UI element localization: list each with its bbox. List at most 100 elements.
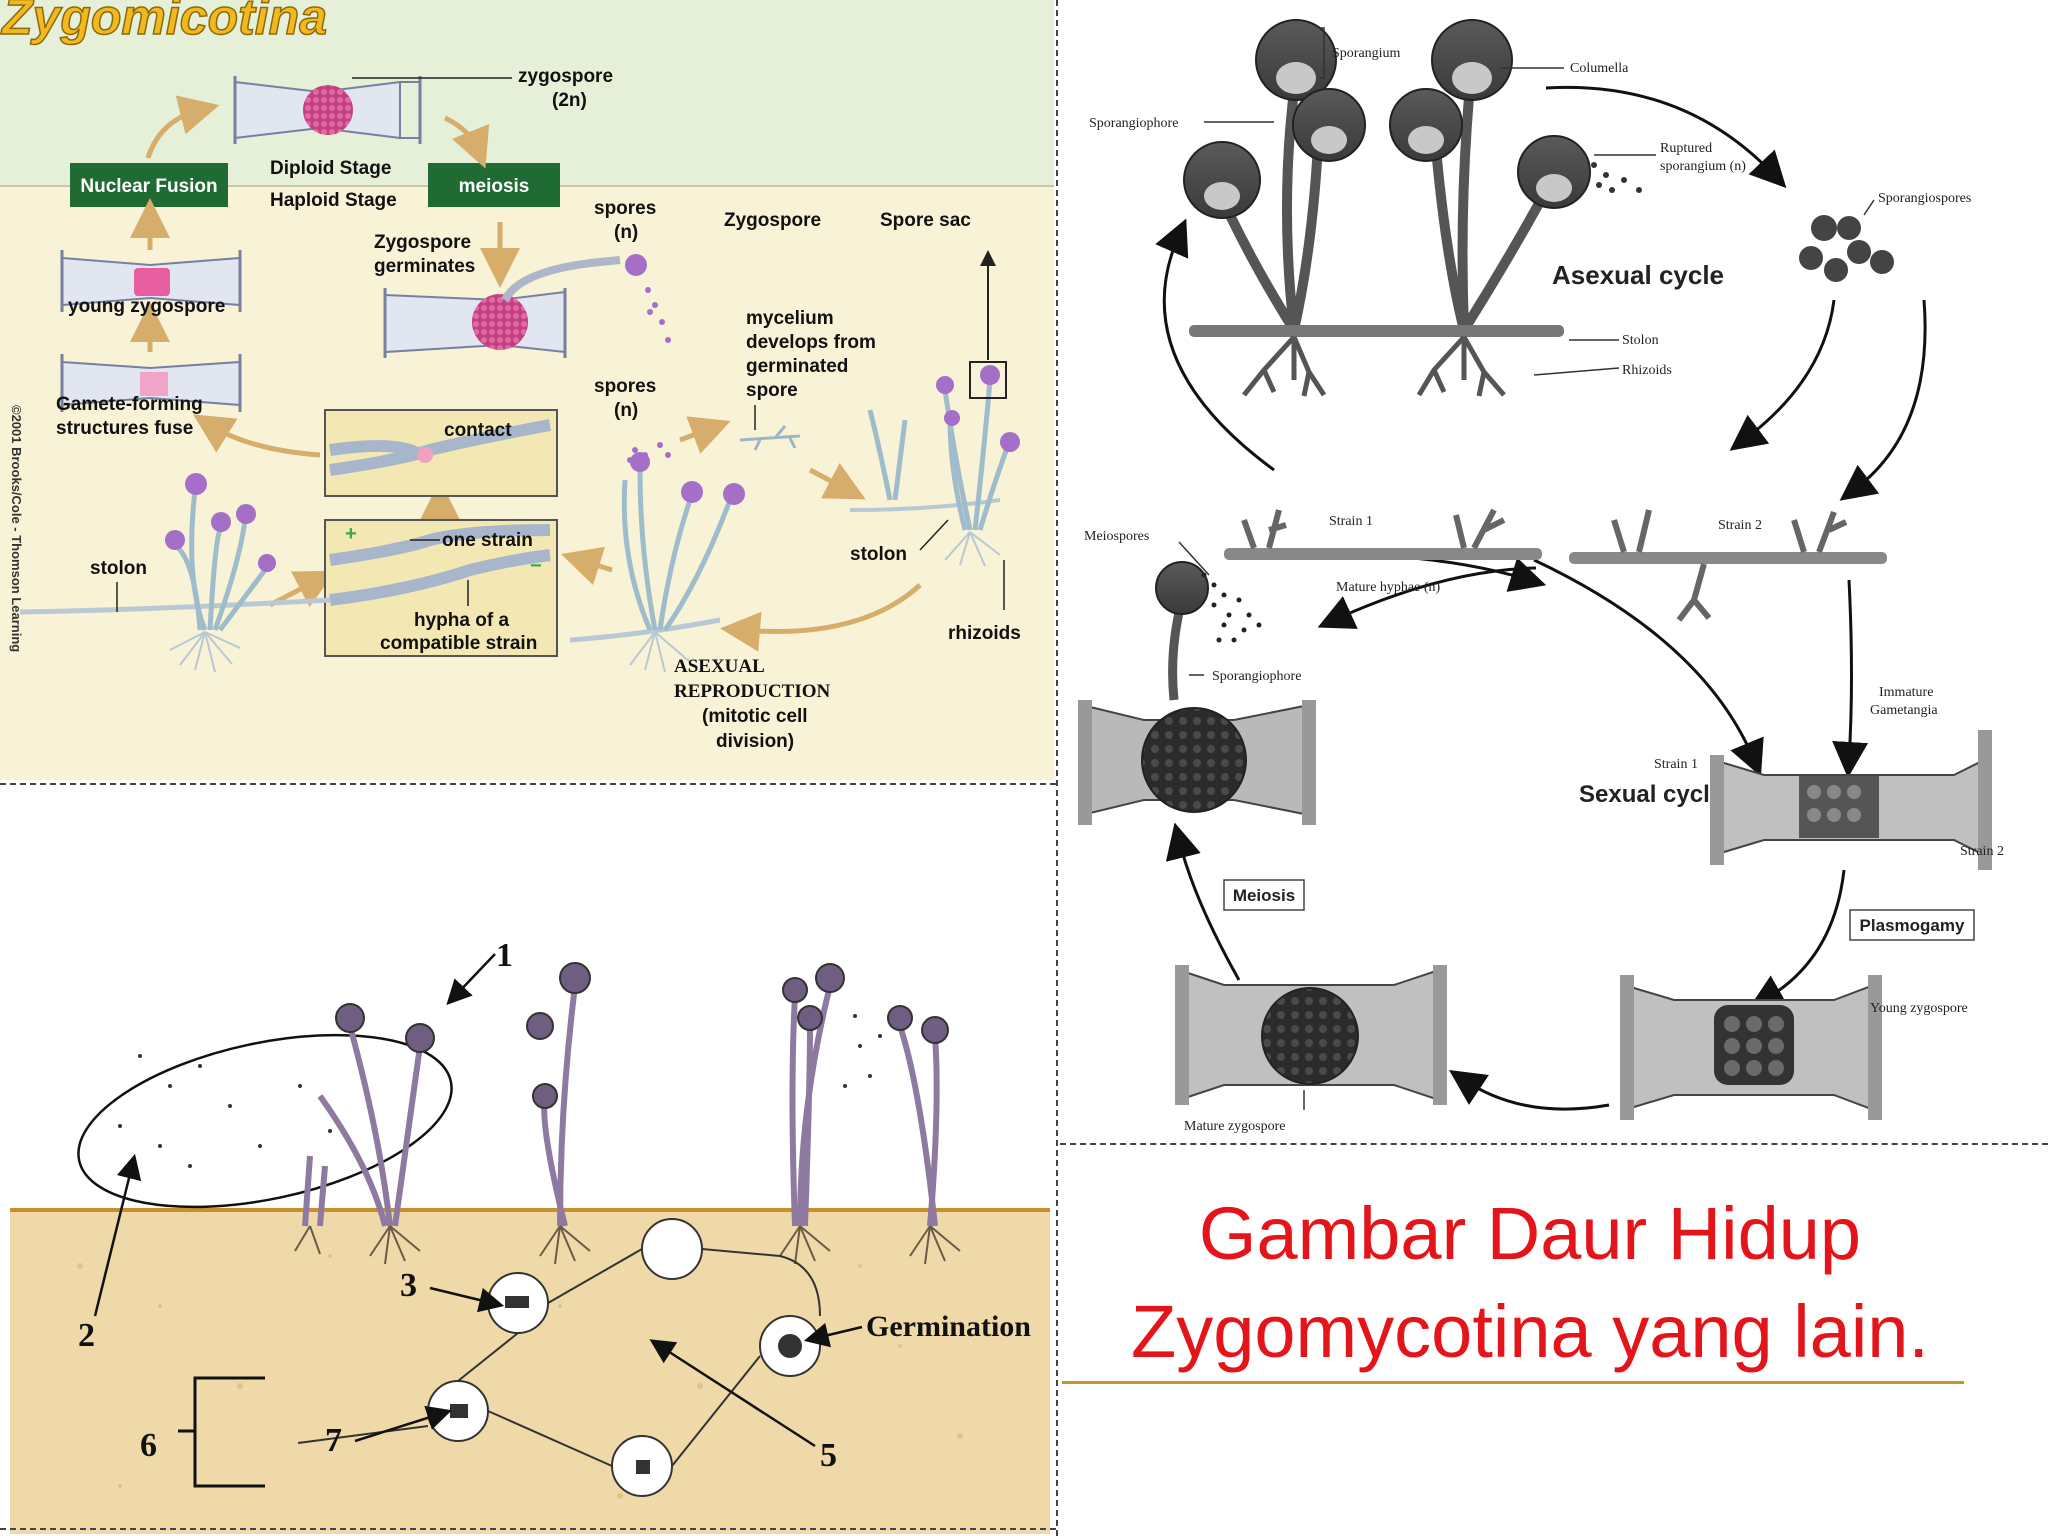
label-sporangiospores: Sporangiospores xyxy=(1878,191,1971,206)
gametangia-fuse-figure xyxy=(60,354,242,412)
caption-line-2: Zygomycotina yang lain. xyxy=(1131,1290,1929,1373)
sporangiospores xyxy=(1799,215,1894,282)
label-stolon: Stolon xyxy=(1622,333,1659,348)
sporangiophores xyxy=(302,985,940,1227)
sporangia xyxy=(335,962,949,1109)
caption: Gambar Daur Hidup Zygomycotina yang lain… xyxy=(1060,1185,2000,1381)
label-asexual-cycle: Asexual cycle xyxy=(1552,260,1724,290)
label-asexual-2: REPRODUCTION xyxy=(674,681,831,702)
svg-text:+: + xyxy=(345,523,357,545)
bracket-6 xyxy=(178,1376,265,1488)
soil-layer xyxy=(10,1210,1050,1534)
label-ruptured-2: sporangium (n) xyxy=(1660,159,1746,174)
label-rhizoids: Rhizoids xyxy=(1622,363,1672,378)
label-ruptured-1: Ruptured xyxy=(1660,141,1712,156)
label-immature-1: Immature xyxy=(1879,685,1933,700)
germinating-zygospore-figure xyxy=(383,254,647,358)
label-gamete-2: structures fuse xyxy=(56,418,193,439)
label-zygospore-germinates-1: Zygospore xyxy=(374,232,471,253)
label-plasmogamy: Plasmogamy xyxy=(1860,916,1965,935)
label-asexual-1: ASEXUAL xyxy=(674,656,765,677)
label-diploid-stage: Diploid Stage xyxy=(270,158,391,179)
label-spores-2-sub: (n) xyxy=(614,400,638,421)
label-sporangiophore-top: Sporangiophore xyxy=(1089,116,1178,131)
label-contact: contact xyxy=(444,420,512,441)
panel-title: Zygomicotina xyxy=(0,0,327,45)
caption-underline xyxy=(1062,1381,1964,1384)
label-columella: Columella xyxy=(1570,61,1629,76)
label-zygospore-2n-sub: (2n) xyxy=(552,90,587,111)
label-rhizoids: rhizoids xyxy=(948,623,1021,644)
released-spores xyxy=(645,287,671,343)
label-num-2: 2 xyxy=(78,1317,95,1354)
label-asexual-3: (mitotic cell xyxy=(702,706,808,727)
label-num-1: 1 xyxy=(496,937,513,974)
asexual-sporangia xyxy=(1183,19,1642,397)
label-sexual-cycle: Sexual cycle xyxy=(1579,781,1723,808)
label-spores-1: spores xyxy=(594,198,656,219)
label-meiospores: Meiospores xyxy=(1084,529,1149,544)
young-zygospore-figure xyxy=(60,250,242,312)
meiosis-box xyxy=(428,163,560,207)
label-sporangiophore-bottom: Sporangiophore xyxy=(1212,669,1301,684)
diploid-zone xyxy=(0,0,1054,186)
panel-soil-life-cycle: 1 2 3 5 6 7 Germination xyxy=(0,786,1054,1534)
spore-cloud-outline xyxy=(77,1033,453,1209)
label-haploid-stage: Haploid Stage xyxy=(270,190,397,211)
spore-sac-highlight xyxy=(969,361,1007,399)
label-sporangium: Sporangium xyxy=(1332,46,1401,61)
label-stolon-right: stolon xyxy=(850,544,907,565)
label-mycelium-3: germinated xyxy=(746,356,848,377)
label-strain-2: Strain 2 xyxy=(1718,518,1762,533)
label-meiosis-c: Meiosis xyxy=(1233,886,1295,905)
young-zygospore-c xyxy=(1620,975,1882,1120)
label-mycelium-1: mycelium xyxy=(746,308,834,329)
label-num-7: 7 xyxy=(325,1422,342,1459)
caption-line-1: Gambar Daur Hidup xyxy=(1198,1192,1862,1275)
label-gamete-1: Gamete-forming xyxy=(56,394,203,415)
label-hypha-1: hypha of a xyxy=(414,610,509,631)
panel-rhizopus-cycle: Sporangium Columella Sporangiophore Rupt… xyxy=(1064,0,2048,1140)
mature-zygospore-c xyxy=(1175,965,1447,1105)
label-mycelium-4: spore xyxy=(746,380,798,401)
label-hypha-2: compatible strain xyxy=(380,633,537,654)
label-num-3: 3 xyxy=(400,1267,417,1304)
label-meiosis: meiosis xyxy=(459,176,530,197)
label-num-6: 6 xyxy=(140,1427,157,1464)
label-germination: Germination xyxy=(866,1310,1031,1343)
label-zygospore-germinates-2: germinates xyxy=(374,256,475,277)
label-num-5: 5 xyxy=(820,1437,837,1474)
mold-cluster-asexual xyxy=(569,442,745,673)
mature-zygospore-figure xyxy=(233,76,422,144)
life-cycle-diagram-b: 1 2 3 5 6 7 Germination xyxy=(0,786,1054,1534)
svg-text:−: − xyxy=(530,555,542,577)
label-spores-1-sub: (n) xyxy=(614,222,638,243)
label-immature-2: Gametangia xyxy=(1870,703,1938,718)
stolon-figure xyxy=(1189,325,1564,337)
meiosis-box-c xyxy=(1223,879,1305,911)
life-cycle-diagram-c: Sporangium Columella Sporangiophore Rupt… xyxy=(1064,0,2048,1140)
mold-cluster-left xyxy=(19,473,331,673)
germinated-spore-mycelium xyxy=(739,425,801,451)
label-spores-2: spores xyxy=(594,376,656,397)
label-one-strain: one strain xyxy=(442,530,533,551)
meiosporangium xyxy=(1155,561,1262,701)
germinating-zygospore-c xyxy=(1078,700,1316,825)
strain-hyphae xyxy=(1224,508,1887,622)
panel-life-cycle-textbook: Zygomicotina zygospore (2n) Nuclear Fusi… xyxy=(0,0,1054,780)
label-stolon-left: stolon xyxy=(90,558,147,579)
copyright-note: ©2001 Brooks/Cole - Thomson Learning xyxy=(9,405,24,652)
label-mycelium-2: develops from xyxy=(746,332,876,353)
plasmogamy-box xyxy=(1849,909,1975,941)
label-young-zygospore: young zygospore xyxy=(68,296,225,317)
label-young-zygospore-c: Young zygospore xyxy=(1870,1001,1968,1016)
divider-bottom xyxy=(0,1528,1056,1530)
divider-vertical-left xyxy=(1056,0,1058,1536)
label-nuclear-fusion: Nuclear Fusion xyxy=(80,176,217,197)
label-strain-1: Strain 1 xyxy=(1329,514,1373,529)
label-mature-hyphae: Mature hyphae (n) xyxy=(1336,580,1441,595)
divider-horizontal-left xyxy=(0,783,1056,785)
label-mature-zygospore: Mature zygospore xyxy=(1184,1119,1285,1134)
label-spore-sac: Spore sac xyxy=(880,210,971,231)
divider-horizontal-right xyxy=(1060,1143,2048,1145)
